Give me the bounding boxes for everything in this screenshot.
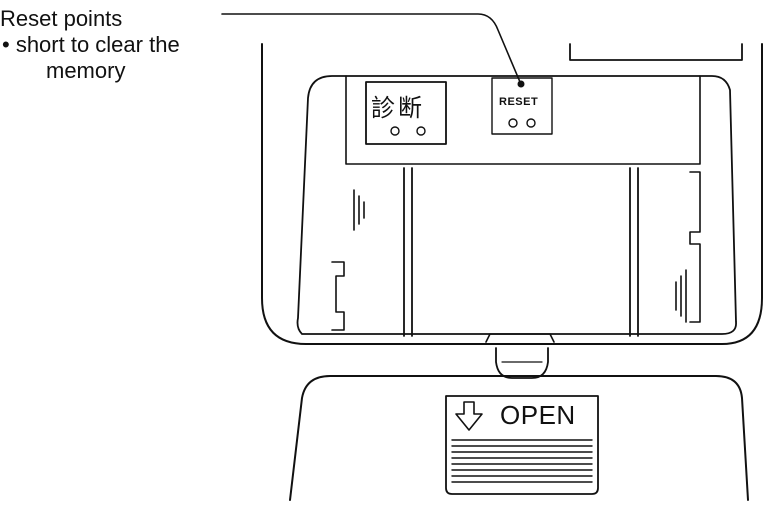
reset-point-dot xyxy=(517,80,525,88)
right-clip xyxy=(689,171,701,323)
inner-compartment xyxy=(296,75,737,335)
diagnosis-label: 診断 xyxy=(371,94,425,122)
diagnosis-point-right xyxy=(416,126,426,136)
callout-title: Reset points xyxy=(0,6,123,31)
outer-housing xyxy=(261,43,763,345)
left-clip xyxy=(331,261,345,331)
down-arrow-icon xyxy=(455,401,483,431)
top-panel-edge xyxy=(345,75,701,165)
callout-bullet-continuation: memory xyxy=(46,58,126,83)
open-slide-panel xyxy=(445,395,599,495)
bay-divider-right xyxy=(629,167,639,337)
reset-points-callout: Reset points • short to clear the memory xyxy=(0,6,240,84)
diagnosis-point-left xyxy=(390,126,400,136)
right-spring xyxy=(675,269,687,323)
latch-tab xyxy=(495,347,549,379)
center-latch-notch xyxy=(485,333,555,343)
left-spring xyxy=(353,189,365,231)
label-plate xyxy=(569,43,743,61)
leader-line xyxy=(221,13,521,83)
diagnosis-box xyxy=(365,81,447,145)
reset-point-left xyxy=(508,118,518,128)
reset-box xyxy=(491,77,553,135)
grip-lines xyxy=(451,439,593,483)
callout-bullet-text: • short to clear the xyxy=(2,32,180,57)
battery-cover xyxy=(289,375,749,501)
reset-point-right xyxy=(526,118,536,128)
open-label: OPEN xyxy=(500,400,576,430)
bay-divider-left xyxy=(403,167,413,337)
reset-label: RESET xyxy=(499,96,539,108)
